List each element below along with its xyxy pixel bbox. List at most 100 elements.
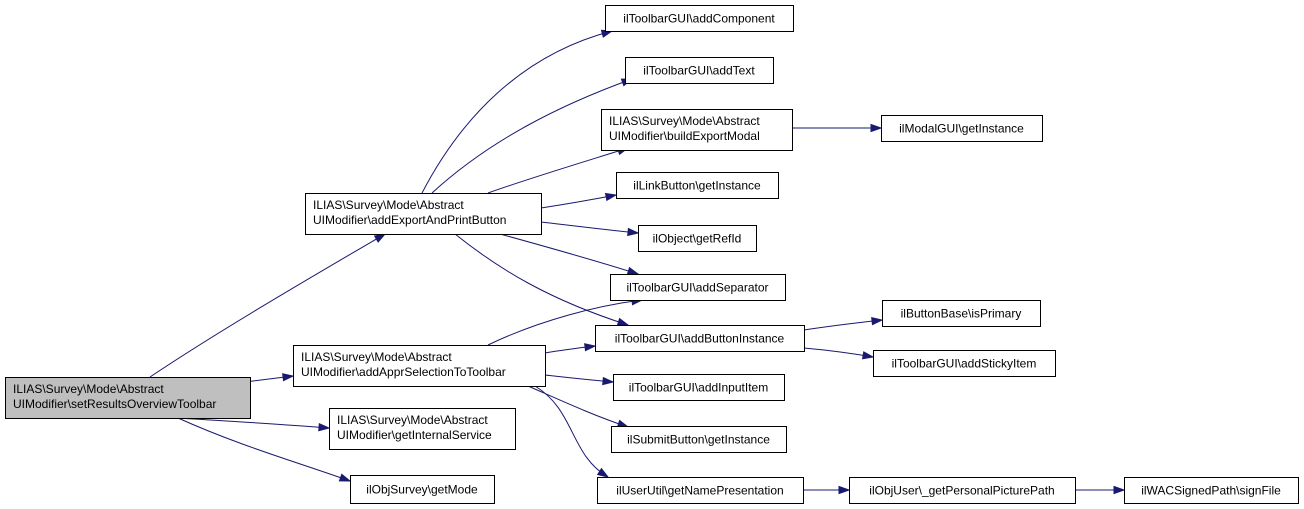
arrowhead <box>871 316 884 326</box>
node-label: ilToolbarGUI\addButtonInstance <box>615 332 785 346</box>
node-label: ilObjUser\_getPersonalPicturePath <box>869 484 1054 498</box>
node-asep[interactable]: ilToolbarGUI\addSeparator <box>610 274 786 301</box>
edge-line <box>487 147 629 194</box>
node-gis[interactable]: ILIAS\Survey\Mode\AbstractUIModifier\get… <box>329 408 516 450</box>
arrowhead <box>861 351 875 360</box>
node-label: ilObjSurvey\getMode <box>366 483 478 497</box>
edge-line <box>454 233 629 326</box>
edge-root-to-aas <box>244 373 295 383</box>
edge-bem-to-mg <box>791 123 883 133</box>
node-box <box>613 374 785 401</box>
edge-aas-to-abi <box>544 343 597 354</box>
node-asi[interactable]: ilToolbarGUI\addStickyItem <box>873 350 1056 377</box>
node-aas[interactable]: ILIAS\Survey\Mode\AbstractUIModifier\add… <box>293 345 546 387</box>
node-box <box>597 477 804 504</box>
node-sf[interactable]: ilWACSignedPath\signFile <box>1124 477 1299 504</box>
edge-line <box>499 233 639 275</box>
edge-line <box>527 385 629 428</box>
edge-gpp-to-sf <box>1075 485 1126 495</box>
arrowhead <box>584 343 597 352</box>
node-gri[interactable]: ilObject\getRefId <box>638 225 757 252</box>
node-gm[interactable]: ilObjSurvey\getMode <box>350 475 495 504</box>
node-bem[interactable]: ILIAS\Survey\Mode\AbstractUIModifier\bui… <box>601 109 793 151</box>
arrowhead <box>338 473 352 482</box>
node-label: ilWACSignedPath\signFile <box>1141 484 1281 498</box>
node-box <box>616 172 779 199</box>
node-label: UIModifier\addApprSelectionToToolbar <box>301 365 506 379</box>
edge-aep-to-ac <box>421 29 614 194</box>
edge-line <box>540 194 617 209</box>
node-box <box>595 325 805 352</box>
edge-line <box>487 299 643 346</box>
arrowhead <box>596 467 610 478</box>
node-ac[interactable]: ilToolbarGUI\addComponent <box>605 5 794 32</box>
node-box <box>849 477 1076 504</box>
node-aep[interactable]: ILIAS\Survey\Mode\AbstractUIModifier\add… <box>305 193 542 235</box>
node-box <box>611 426 787 453</box>
node-mg[interactable]: ilModalGUI\getInstance <box>881 115 1043 142</box>
arrowhead <box>626 266 640 275</box>
node-box <box>605 5 794 32</box>
node-label: ILIAS\Survey\Mode\Abstract <box>301 350 452 364</box>
edge-root-to-gis <box>177 417 331 432</box>
node-label: ilButtonBase\isPrimary <box>901 307 1022 321</box>
node-label: ilSubmitButton\getInstance <box>627 433 770 447</box>
edge-root-to-gm <box>177 417 352 482</box>
node-lb[interactable]: ilLinkButton\getInstance <box>616 172 779 199</box>
node-label: ilModalGUI\getInstance <box>899 122 1024 136</box>
edge-aas-to-gnp <box>534 385 610 478</box>
node-box <box>601 109 793 151</box>
node-box <box>610 274 786 301</box>
node-box <box>305 193 542 235</box>
node-abi[interactable]: ilToolbarGUI\addButtonInstance <box>595 325 805 352</box>
edge-line <box>177 417 351 482</box>
arrowhead <box>604 192 618 202</box>
edge-aas-to-aii <box>544 374 615 386</box>
edge-aep-to-bem <box>487 147 630 194</box>
node-box <box>873 350 1056 377</box>
node-label: ilLinkButton\getInstance <box>633 179 761 193</box>
edge-gnp-to-gpp <box>803 485 851 495</box>
arrowhead <box>1113 485 1126 495</box>
arrowhead <box>838 485 851 495</box>
arrowhead <box>627 227 640 237</box>
node-label: ilToolbarGUI\addText <box>643 64 755 78</box>
node-root[interactable]: ILIAS\Survey\Mode\AbstractUIModifier\set… <box>5 377 251 419</box>
node-box <box>329 408 516 450</box>
node-box <box>5 377 251 419</box>
node-at[interactable]: ilToolbarGUI\addText <box>625 57 774 84</box>
arrowhead <box>282 373 295 382</box>
node-label: UIModifier\setResultsOverviewToolbar <box>13 397 216 411</box>
edge-line <box>421 30 613 194</box>
arrowhead <box>602 376 615 386</box>
node-label: ILIAS\Survey\Mode\Abstract <box>337 413 488 427</box>
node-ip[interactable]: ilButtonBase\isPrimary <box>882 300 1041 327</box>
edge-abi-to-ip <box>803 316 884 331</box>
node-box <box>882 300 1041 327</box>
node-aii[interactable]: ilToolbarGUI\addInputItem <box>613 374 785 401</box>
arrowhead <box>373 233 387 243</box>
edge-aep-to-abi <box>454 233 630 326</box>
edge-abi-to-asi <box>803 347 875 360</box>
node-gnp[interactable]: ilUserUtil\getNamePresentation <box>597 477 804 504</box>
node-label: ilToolbarGUI\addComponent <box>623 12 775 26</box>
edge-root-to-aep <box>149 233 387 378</box>
node-label: UIModifier\getInternalService <box>337 428 492 442</box>
node-label: ilToolbarGUI\addSeparator <box>626 281 768 295</box>
edge-line <box>803 319 883 331</box>
node-gpp[interactable]: ilObjUser\_getPersonalPicturePath <box>849 477 1076 504</box>
edge-line <box>534 385 609 478</box>
node-sb[interactable]: ilSubmitButton\getInstance <box>611 426 787 453</box>
node-label: ilObject\getRefId <box>653 232 742 246</box>
node-label: UIModifier\buildExportModal <box>609 129 760 143</box>
node-label: ilToolbarGUI\addInputItem <box>629 381 768 395</box>
node-box <box>625 57 774 84</box>
edge-aep-to-gri <box>540 221 640 237</box>
node-label: UIModifier\addExportAndPrintButton <box>313 213 506 227</box>
edge-aep-to-asep <box>499 233 640 275</box>
edge-line <box>177 417 330 429</box>
edge-aep-to-lb <box>540 192 618 209</box>
node-box <box>638 225 757 252</box>
arrowhead <box>318 422 331 432</box>
